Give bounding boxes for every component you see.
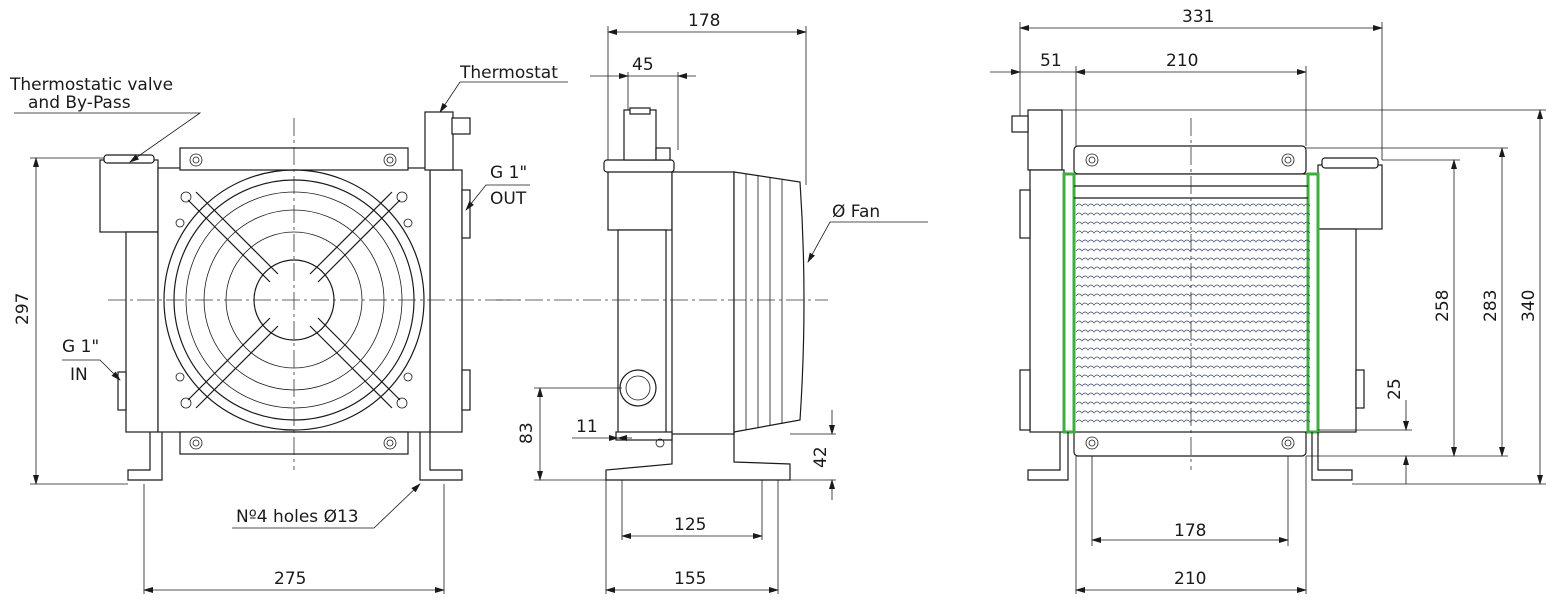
dim-base-width: 155	[674, 569, 706, 589]
holes-label: Nº4 holes Ø13	[236, 507, 359, 527]
dim-front-width: 275	[274, 569, 306, 589]
out-thread-label: G 1"	[490, 163, 527, 183]
dim-rear-height-283: 283	[1481, 290, 1501, 322]
dim-rear-foot-spacing: 178	[1174, 521, 1206, 541]
rear-dimensions	[990, 22, 1546, 594]
thermostatic-valve-label-2: and By-Pass	[28, 93, 131, 113]
front-dimensions	[14, 81, 568, 594]
fan-label: Ø Fan	[832, 202, 880, 222]
dim-inlet-height: 83	[517, 422, 537, 444]
side-dimensions	[534, 26, 928, 594]
dim-front-height: 297	[13, 293, 33, 325]
dim-rear-base-width: 210	[1174, 569, 1206, 589]
side-view	[496, 107, 828, 481]
dim-rear-core-width: 210	[1166, 51, 1198, 71]
dim-rear-bottom-25: 25	[1385, 378, 1405, 400]
dim-foot-height: 42	[811, 446, 831, 468]
in-label: IN	[70, 365, 88, 385]
thermostat	[424, 111, 454, 171]
dim-foot-spacing: 125	[674, 515, 706, 535]
dim-rear-offset: 51	[1040, 51, 1062, 71]
in-thread-label: G 1"	[62, 337, 99, 357]
dim-rear-height-258: 258	[1433, 290, 1453, 322]
dim-side-depth: 178	[688, 11, 720, 31]
side-thermostat	[623, 109, 657, 161]
front-view	[99, 111, 520, 481]
dim-thermostat-offset: 45	[632, 55, 654, 75]
thermostatic-valve-block	[99, 159, 159, 233]
rear-view	[1011, 109, 1383, 481]
out-label: OUT	[490, 189, 527, 209]
radiator-fins	[1075, 203, 1311, 423]
thermostatic-valve-label-1: Thermostatic valve	[9, 75, 173, 95]
dim-rear-height-340: 340	[1519, 290, 1539, 322]
thermostat-label: Thermostat	[459, 63, 558, 83]
fan-shroud	[733, 171, 805, 433]
dim-rear-total-width: 331	[1182, 7, 1214, 27]
dim-foot-offset: 11	[576, 417, 598, 437]
